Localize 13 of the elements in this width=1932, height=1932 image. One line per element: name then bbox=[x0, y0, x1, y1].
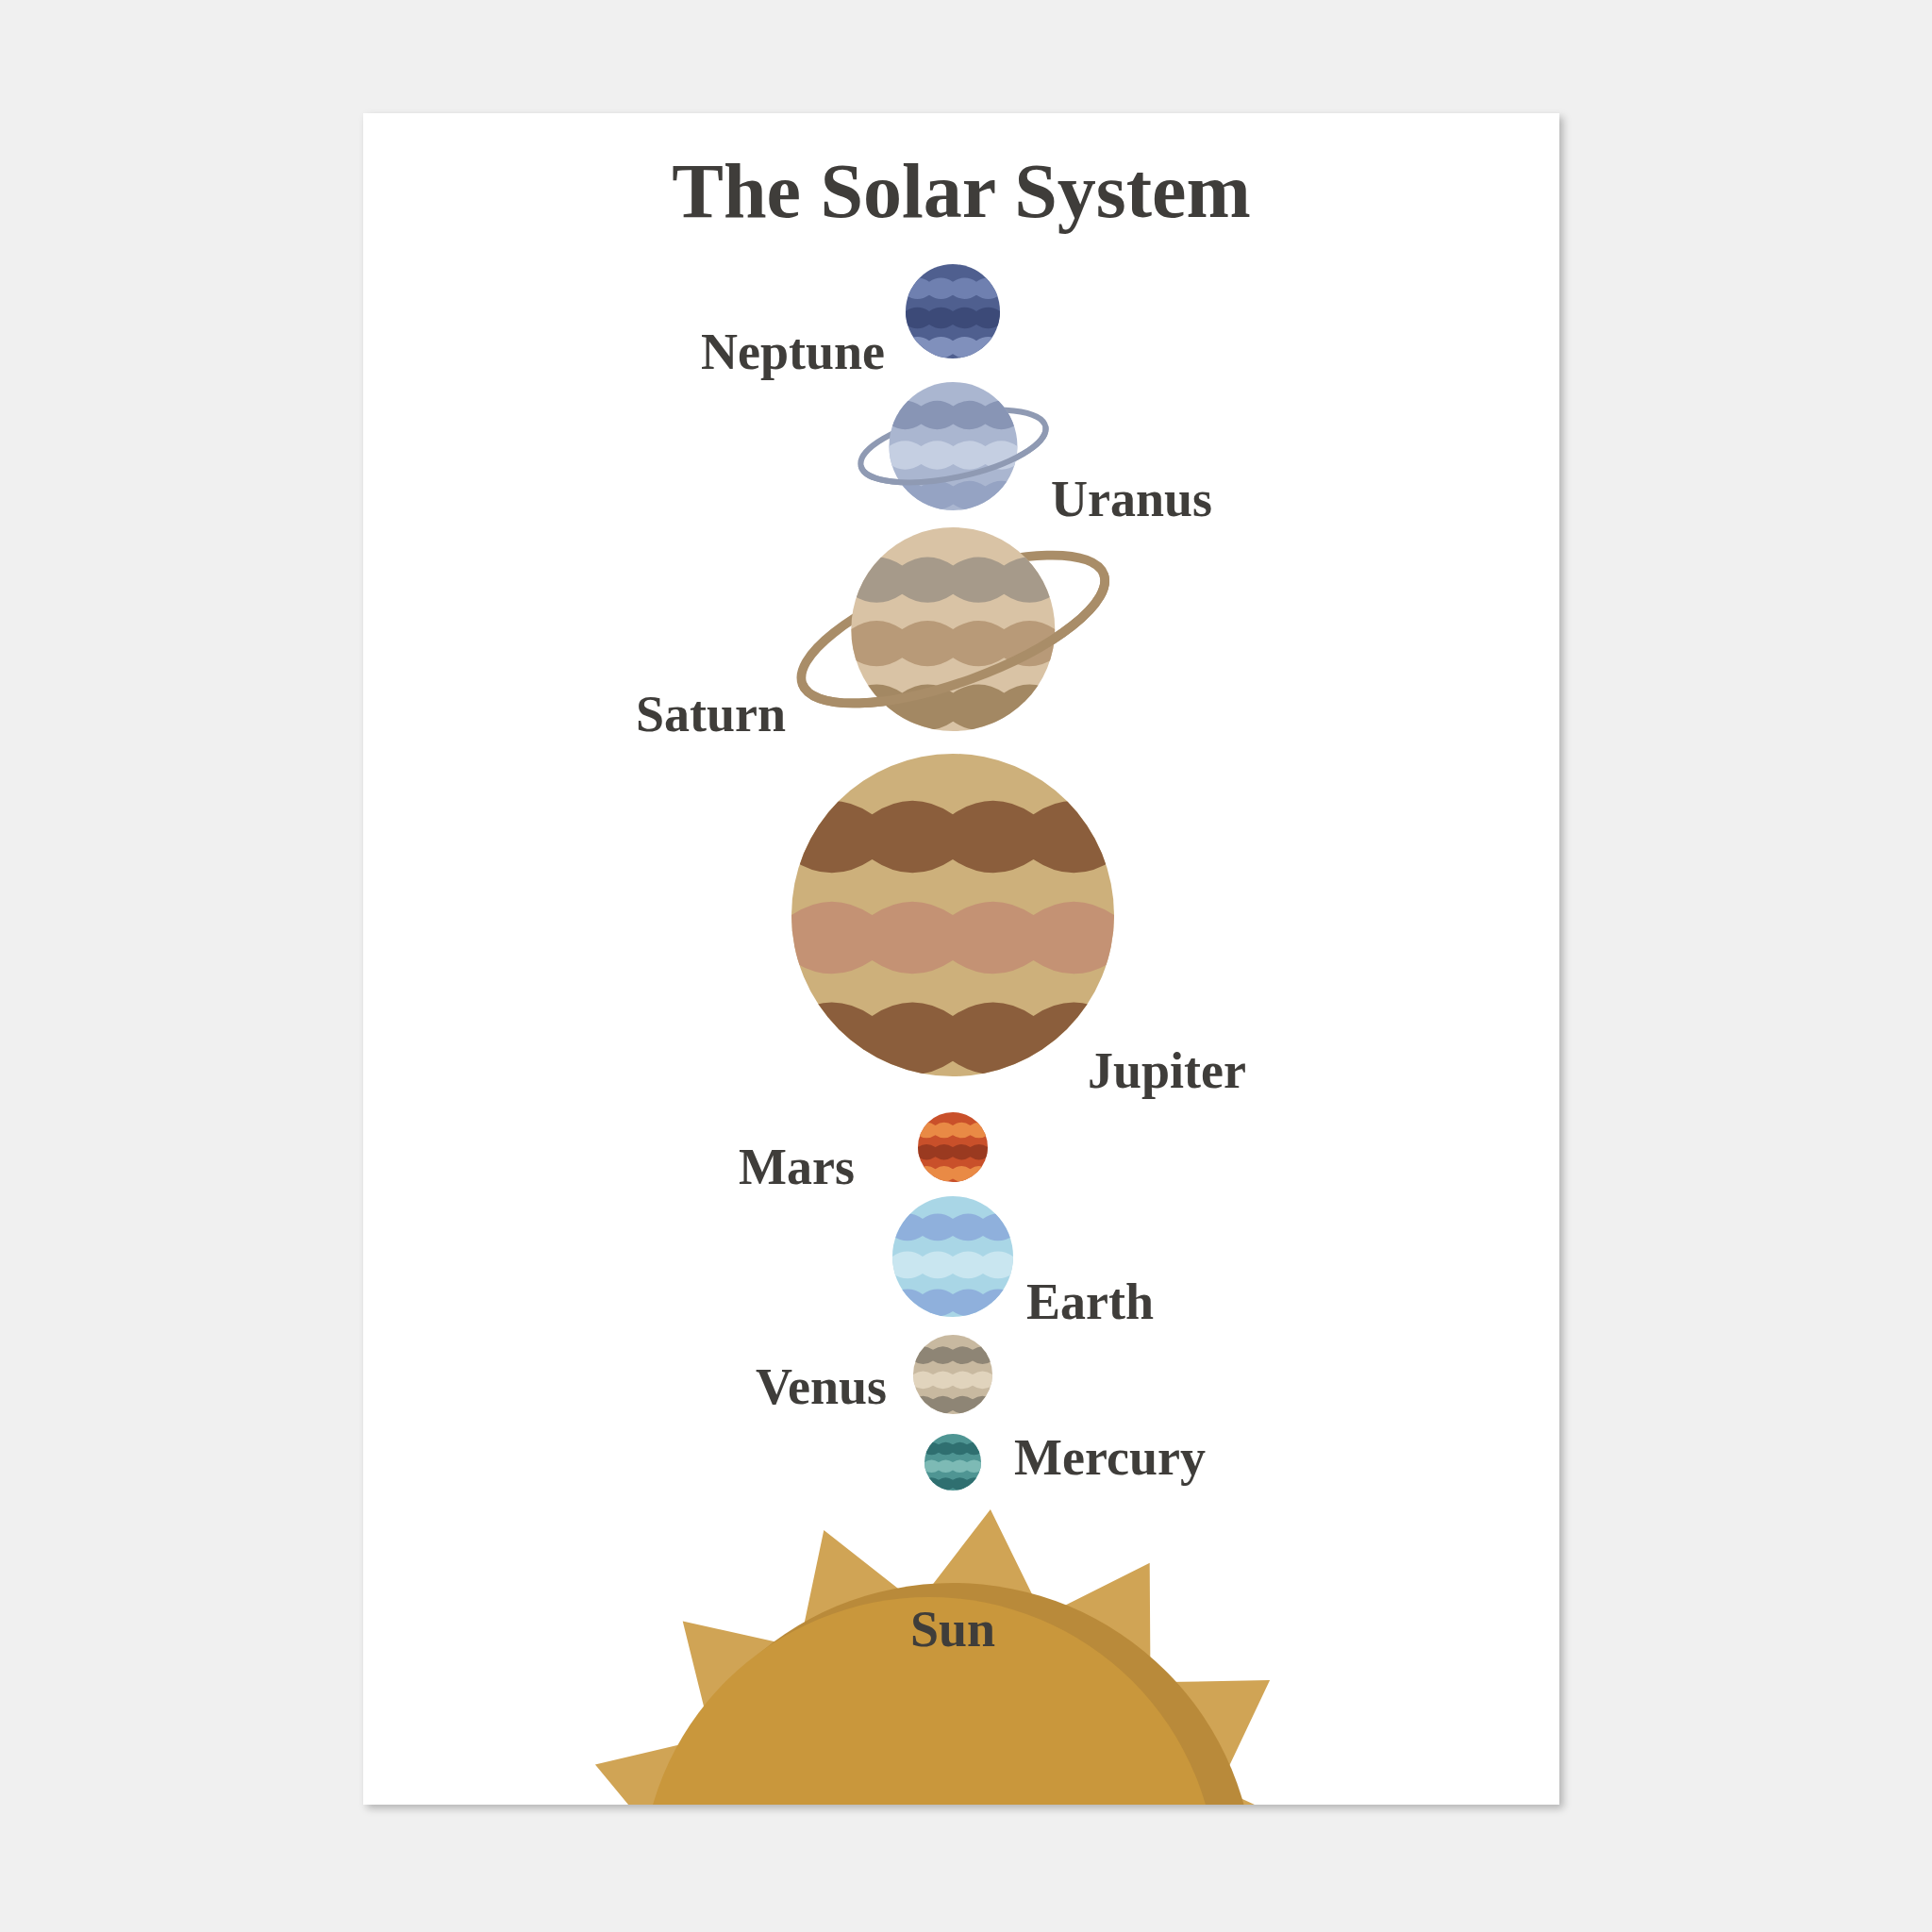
planet-drawing bbox=[905, 263, 1001, 359]
sun-label: Sun bbox=[908, 1604, 997, 1655]
planet-drawing bbox=[912, 1334, 993, 1415]
planet-drawing bbox=[917, 1111, 989, 1183]
planet-name: Saturn bbox=[635, 689, 786, 740]
planet-drawing bbox=[924, 1433, 982, 1491]
planet-name: Venus bbox=[755, 1361, 887, 1412]
planet-drawing bbox=[856, 381, 1050, 511]
planet-name: Mars bbox=[739, 1141, 855, 1192]
planet-name: Earth bbox=[1026, 1276, 1154, 1327]
planet-name: Uranus bbox=[1051, 474, 1213, 525]
planet-drawing bbox=[794, 526, 1111, 732]
planet-drawing bbox=[891, 1195, 1014, 1318]
